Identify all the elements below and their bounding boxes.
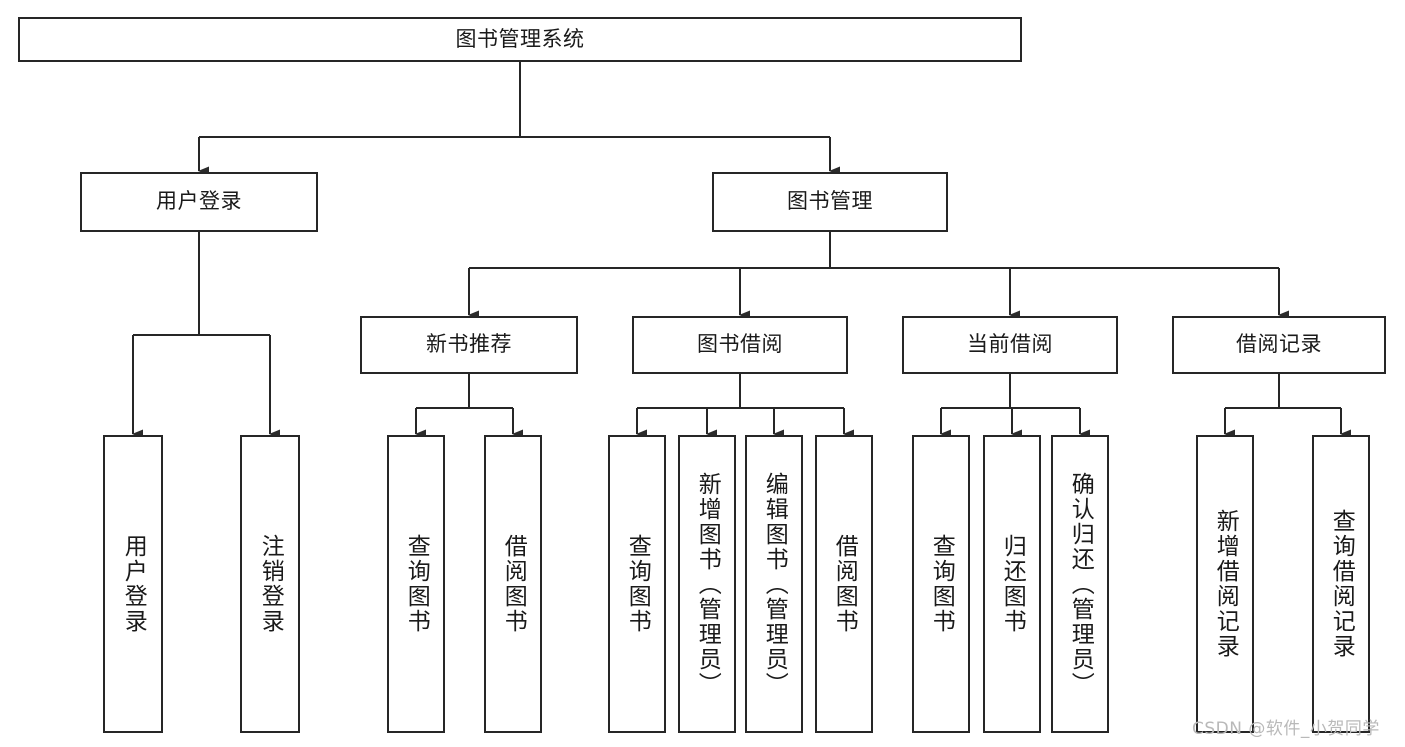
node-label: 用户登录 xyxy=(156,189,242,214)
node-leaf-logout-login[interactable]: 注销登录 xyxy=(240,435,300,733)
node-borrow-record[interactable]: 借阅记录 xyxy=(1172,316,1386,374)
node-label: 编辑图书（管理员） xyxy=(761,471,788,697)
node-label: 查询图书 xyxy=(624,534,651,634)
node-label: 新增借阅记录 xyxy=(1212,509,1239,659)
node-user-login[interactable]: 用户登录 xyxy=(80,172,318,232)
node-leaf-query-borrow-record[interactable]: 查询借阅记录 xyxy=(1312,435,1370,733)
node-label: 借阅记录 xyxy=(1236,332,1322,357)
node-label: 新增图书（管理员） xyxy=(694,471,721,697)
node-leaf-borrow-book-2[interactable]: 借阅图书 xyxy=(815,435,873,733)
node-book-manage[interactable]: 图书管理 xyxy=(712,172,948,232)
node-leaf-confirm-return-admin[interactable]: 确认归还（管理员） xyxy=(1051,435,1109,733)
edge-group xyxy=(131,62,1351,439)
node-label: 借阅图书 xyxy=(500,534,527,634)
node-label: 查询图书 xyxy=(403,534,430,634)
node-label: 图书管理系统 xyxy=(455,26,585,51)
node-label: 用户登录 xyxy=(120,534,147,634)
csdn-watermark: CSDN @软件_小贺同学 xyxy=(1192,719,1380,739)
node-label: 新书推荐 xyxy=(426,332,512,357)
node-label: 查询借阅记录 xyxy=(1328,509,1355,659)
node-leaf-add-borrow-record[interactable]: 新增借阅记录 xyxy=(1196,435,1254,733)
node-leaf-query-book-2[interactable]: 查询图书 xyxy=(608,435,666,733)
node-label: 图书管理 xyxy=(787,189,873,214)
node-label: 归还图书 xyxy=(999,534,1026,634)
node-leaf-query-book-1[interactable]: 查询图书 xyxy=(387,435,445,733)
node-label: 图书借阅 xyxy=(697,332,783,357)
node-label: 确认归还（管理员） xyxy=(1067,471,1094,697)
node-leaf-return-book[interactable]: 归还图书 xyxy=(983,435,1041,733)
node-root[interactable]: 图书管理系统 xyxy=(18,17,1022,62)
node-leaf-user-login[interactable]: 用户登录 xyxy=(103,435,163,733)
node-leaf-query-book-3[interactable]: 查询图书 xyxy=(912,435,970,733)
node-book-borrow[interactable]: 图书借阅 xyxy=(632,316,848,374)
node-label: 注销登录 xyxy=(257,534,284,634)
node-leaf-edit-book-admin[interactable]: 编辑图书（管理员） xyxy=(745,435,803,733)
node-leaf-add-book-admin[interactable]: 新增图书（管理员） xyxy=(678,435,736,733)
node-label: 当前借阅 xyxy=(967,332,1053,357)
node-current-borrow[interactable]: 当前借阅 xyxy=(902,316,1118,374)
node-label: 查询图书 xyxy=(928,534,955,634)
node-label: 借阅图书 xyxy=(831,534,858,634)
node-leaf-borrow-book-1[interactable]: 借阅图书 xyxy=(484,435,542,733)
node-new-book-recommend[interactable]: 新书推荐 xyxy=(360,316,578,374)
